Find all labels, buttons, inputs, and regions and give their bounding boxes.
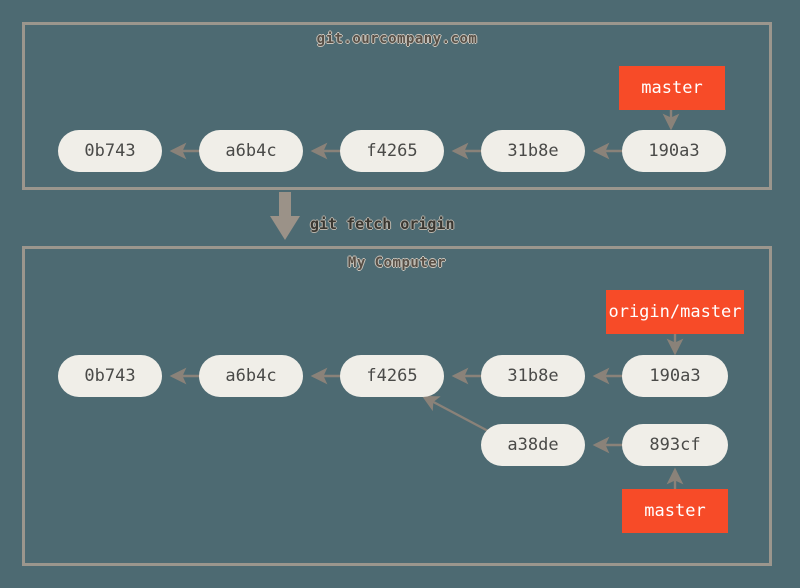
branch-name-label: master [644,501,706,521]
commit-id-label: a38de [507,435,559,455]
commit-node-remote-f4265[interactable]: f4265 [340,130,444,172]
panel-remote: git.ourcompany.com [22,22,772,190]
commit-id-label: 893cf [649,435,701,455]
commit-node-local-f4265[interactable]: f4265 [340,355,444,397]
commit-id-label: 190a3 [648,141,700,161]
commit-node-local-893cf[interactable]: 893cf [622,424,728,466]
commit-node-remote-190a3[interactable]: 190a3 [622,130,726,172]
commit-id-label: a6b4c [225,141,277,161]
branch-name-label: master [641,78,703,98]
commit-node-local-a6b4c[interactable]: a6b4c [199,355,303,397]
commit-node-local-190a3[interactable]: 190a3 [622,355,728,397]
branch-label-remote-master[interactable]: master [619,66,725,110]
branch-label-origin-master[interactable]: origin/master [606,290,744,334]
commit-node-local-0b743[interactable]: 0b743 [58,355,162,397]
commit-id-label: 190a3 [649,366,701,386]
git-fetch-arrow [270,192,300,240]
branch-label-local-master[interactable]: master [622,489,728,533]
commit-id-label: a6b4c [225,366,277,386]
commit-node-local-a38de[interactable]: a38de [481,424,585,466]
commit-id-label: f4265 [366,141,418,161]
panel-local-title: My Computer [347,255,447,271]
panel-remote-title: git.ourcompany.com [316,31,478,47]
branch-name-label: origin/master [608,302,742,322]
commit-id-label: 31b8e [507,141,559,161]
commit-node-remote-0b743[interactable]: 0b743 [58,130,162,172]
commit-id-label: 31b8e [507,366,559,386]
panel-local: My Computer [22,246,772,566]
commit-id-label: 0b743 [84,141,136,161]
commit-node-remote-31b8e[interactable]: 31b8e [481,130,585,172]
commit-id-label: f4265 [366,366,418,386]
commit-node-remote-a6b4c[interactable]: a6b4c [199,130,303,172]
commit-node-local-31b8e[interactable]: 31b8e [481,355,585,397]
operation-label: git fetch origin [310,215,455,233]
commit-id-label: 0b743 [84,366,136,386]
